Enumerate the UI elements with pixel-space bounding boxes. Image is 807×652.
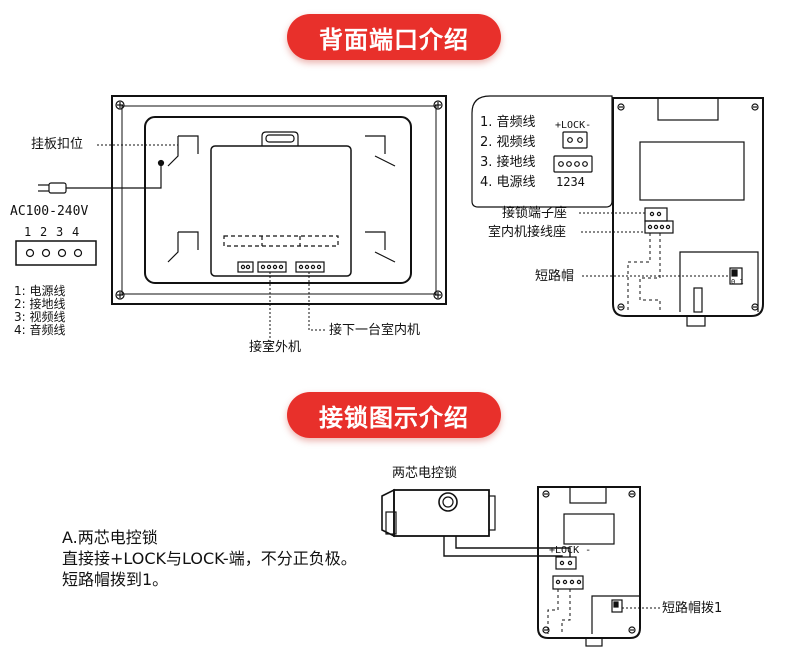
lock-terminal-label: +LOCK-: [555, 120, 592, 131]
jumper-label: 短路帽: [535, 269, 575, 284]
next-indoor-unit-label: 接下一台室内机: [329, 323, 421, 338]
wire-list-item: 2. 视频线: [480, 135, 536, 150]
legend-item: 2: 接地线: [14, 297, 66, 311]
terminal-number: 4: [72, 225, 80, 239]
mount-clip-label: 挂板扣位: [31, 137, 84, 152]
monitor-rear-lock: [537, 486, 641, 647]
pin-numbers-label: 1234: [556, 175, 585, 189]
legend-item: 1: 电源线: [14, 284, 66, 298]
terminal-number: 1: [24, 225, 32, 239]
indoor-socket-label: 室内机接线座: [488, 225, 567, 240]
wire-list-item: 4. 电源线: [480, 175, 536, 190]
lock-terminal-label: +LOCK -: [549, 545, 592, 556]
wire-list-item: 1. 音频线: [480, 115, 536, 130]
instruction-heading: A.两芯电控锁: [62, 528, 158, 547]
lock-title: 两芯电控锁: [392, 466, 458, 481]
outdoor-unit-label: 接室外机: [249, 340, 302, 355]
jumper-cap-icon: [729, 267, 743, 285]
banner-rear-ports: 背面端口介绍: [287, 14, 501, 60]
legend-item: 3: 视频线: [14, 310, 66, 324]
jumper-set-label: 短路帽拨1: [662, 601, 723, 616]
mount-hook-icon: [167, 135, 396, 263]
legend-item: 4: 音频线: [14, 323, 66, 337]
instruction-line: 直接接+LOCK与LOCK-端，不分正负极。: [62, 549, 357, 568]
jumper-marks: 0 1: [731, 278, 744, 286]
wire-list-item: 3. 接地线: [480, 155, 536, 170]
power-plug-icon: [38, 163, 162, 194]
electric-lock-icon: [381, 488, 496, 538]
lock-instructions: A.两芯电控锁 直接接+LOCK与LOCK-端，不分正负极。 短路帽拨到1。: [62, 527, 357, 590]
instruction-line: 短路帽拨到1。: [62, 570, 169, 589]
power-voltage-label: AC100-240V: [10, 204, 89, 219]
screw-icon: [115, 100, 443, 300]
terminal-block: [15, 240, 97, 266]
monitor-rear-right: [612, 97, 764, 327]
banner-lock-wiring: 接锁图示介绍: [287, 392, 501, 438]
terminal-number: 2: [40, 225, 48, 239]
terminal-number: 3: [56, 225, 64, 239]
jumper-cap-icon: [611, 599, 623, 613]
monitor-rear-left: [111, 95, 447, 305]
lock-socket-label: 接锁端子座: [502, 206, 568, 221]
